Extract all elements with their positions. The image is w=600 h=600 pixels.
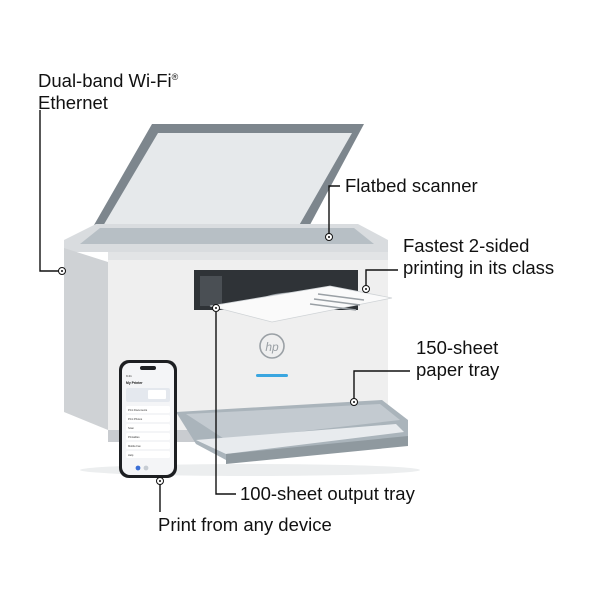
- tray-callout-line1: 150-sheet: [416, 337, 499, 358]
- duplex-callout: Fastest 2-sided printing in its class: [403, 235, 554, 279]
- phone-list-item: Print Documents: [128, 408, 148, 412]
- phone-time: 9:41: [126, 374, 132, 378]
- wifi-callout-line1: Dual-band Wi-Fi: [38, 70, 172, 92]
- printer-side: [64, 248, 108, 430]
- output-callout: 100-sheet output tray: [240, 483, 415, 504]
- wifi-callout: Dual-band Wi-Fi® Ethernet: [38, 66, 178, 114]
- wifi-leader: [39, 110, 60, 272]
- scanner-glass: [80, 228, 374, 244]
- wifi-callout-line2: Ethernet: [38, 92, 108, 114]
- output-leader: [215, 312, 236, 495]
- device-callout: Print from any device: [158, 514, 332, 535]
- tray-leader: [353, 370, 410, 400]
- phone-list-item: Printables: [128, 435, 140, 439]
- duplex-dot: [362, 285, 370, 293]
- output-dot: [212, 304, 220, 312]
- scanner-dot: [325, 233, 333, 241]
- duplex-callout-line2: printing in its class: [403, 257, 555, 278]
- phone-list-item: Mobile Fax: [128, 444, 141, 448]
- output-paper: [209, 285, 393, 323]
- scanner-callout: Flatbed scanner: [345, 175, 478, 196]
- duplex-callout-line1: Fastest 2-sided: [403, 235, 530, 256]
- hp-logo: [259, 333, 285, 359]
- phone-list-item: Print Photos: [128, 417, 143, 421]
- registered-mark: ®: [171, 72, 179, 82]
- wifi-dot: [58, 267, 66, 275]
- duplex-leader: [365, 269, 398, 286]
- status-light: [256, 374, 288, 377]
- scanner-leader: [328, 185, 340, 234]
- device-dot: [156, 477, 164, 485]
- phone-illustration: 9:41 My Printer Print Documents Print Ph…: [119, 360, 177, 478]
- phone-title: My Printer: [126, 381, 143, 385]
- tray-callout: 150-sheet paper tray: [416, 337, 499, 381]
- phone-list-item: Scan: [128, 426, 134, 430]
- phone-list-item: Help: [128, 453, 134, 457]
- hp-logo-text: hp: [265, 340, 279, 354]
- tray-dot: [350, 398, 358, 406]
- tray-callout-line2: paper tray: [416, 359, 500, 380]
- scanner-lid-inner: [103, 133, 352, 229]
